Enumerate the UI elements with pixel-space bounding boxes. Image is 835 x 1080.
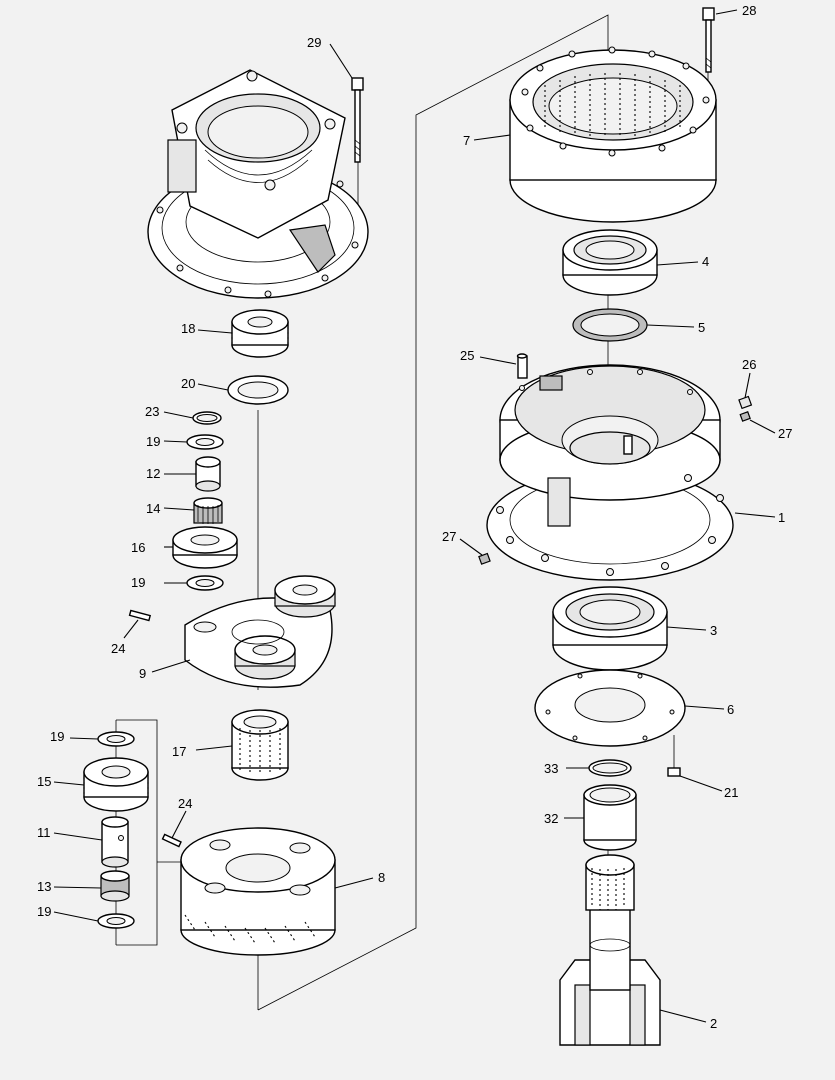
part-19-washer-lower-b (97, 913, 135, 929)
callout-15: 15 (37, 774, 51, 789)
part-2-pinion-shaft (559, 854, 661, 1046)
callout-2: 2 (710, 1016, 717, 1031)
callout-33: 33 (544, 761, 558, 776)
callout-27-lower: 27 (442, 529, 456, 544)
leader-lines (53, 9, 776, 1023)
callout-4: 4 (702, 254, 709, 269)
callout-27-upper: 27 (778, 426, 792, 441)
part-19-washer-upper (186, 434, 224, 450)
part-14-needle-bearing (193, 497, 223, 524)
part-12-pin (195, 456, 221, 492)
callout-16: 16 (131, 540, 145, 555)
part-27-plug-lower (478, 552, 491, 565)
callout-13: 13 (37, 879, 51, 894)
callout-23: 23 (145, 404, 159, 419)
part-18-sun-gear (231, 309, 289, 358)
callout-12: 12 (146, 466, 160, 481)
part-32-sleeve (583, 784, 637, 851)
part-16-planet-gear (172, 526, 238, 569)
callout-9: 9 (139, 666, 146, 681)
part-19-washer-lower-a (97, 731, 135, 747)
part-23-snap-ring (192, 411, 222, 425)
part-25-dowel-pin (516, 353, 528, 379)
part-11-pin (101, 816, 129, 868)
callout-28: 28 (742, 3, 756, 18)
part-33-o-ring (588, 759, 632, 777)
part-28-bolt (702, 7, 715, 73)
callout-11: 11 (37, 825, 51, 840)
callout-7: 7 (463, 133, 470, 148)
callout-14: 14 (146, 501, 160, 516)
callout-labels: 28 29 7 4 5 25 26 27 1 27 3 6 33 21 32 2… (37, 3, 792, 1031)
callout-19-d: 19 (37, 904, 51, 919)
callout-19-b: 19 (131, 575, 145, 590)
callout-5: 5 (698, 320, 705, 335)
part-13-bushing (100, 870, 130, 902)
callout-20: 20 (181, 376, 195, 391)
callout-21: 21 (724, 785, 738, 800)
callout-25: 25 (460, 348, 474, 363)
part-21-bolt (667, 735, 681, 777)
part-15-planet-gear (83, 757, 149, 812)
callout-18: 18 (181, 321, 195, 336)
part-24-roll-pin-lower (161, 833, 182, 848)
motor-housing (147, 69, 369, 299)
part-24-roll-pin-upper (128, 609, 152, 622)
callout-19-c: 19 (50, 729, 64, 744)
callout-8: 8 (378, 870, 385, 885)
part-29-bolt (351, 77, 364, 163)
callout-24-a: 24 (111, 641, 125, 656)
part-26-plug (738, 395, 753, 410)
callout-6: 6 (727, 702, 734, 717)
part-17-sun-gear (231, 709, 289, 781)
part-7-ring-gear (509, 46, 717, 223)
part-19-washer-mid (186, 575, 224, 591)
part-27-plug-upper (739, 411, 751, 422)
callout-32: 32 (544, 811, 558, 826)
callout-29: 29 (307, 35, 321, 50)
callout-17: 17 (172, 744, 186, 759)
part-1-flange-housing (486, 364, 734, 581)
callout-3: 3 (710, 623, 717, 638)
part-3-bearing (552, 586, 668, 671)
part-4-bearing (562, 229, 658, 296)
callout-1: 1 (778, 510, 785, 525)
callout-19-a: 19 (146, 434, 160, 449)
part-20-thrust-washer (227, 375, 289, 405)
part-5-oil-seal (572, 308, 648, 342)
callout-26: 26 (742, 357, 756, 372)
callout-24-b: 24 (178, 796, 192, 811)
part-8-planet-carrier (180, 827, 336, 956)
part-9-planet-carrier (184, 575, 336, 688)
part-6-plate (534, 669, 686, 747)
